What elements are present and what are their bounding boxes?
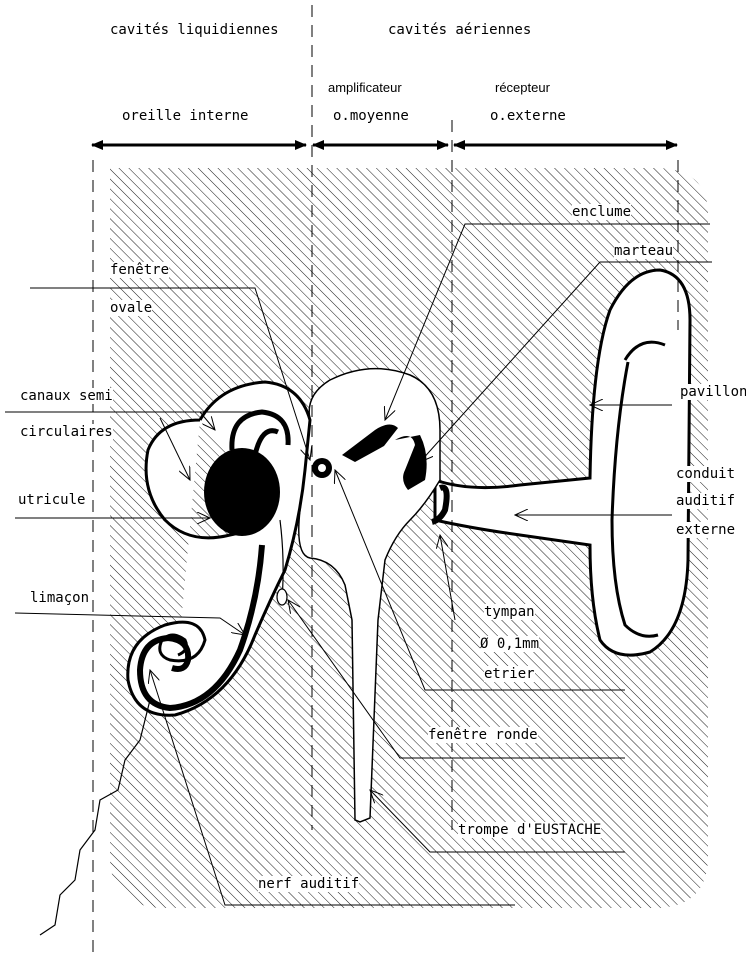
- label-canaux-1: canaux semi: [20, 388, 113, 404]
- label-marteau: marteau: [614, 243, 673, 259]
- label-limacon: limaçon: [30, 590, 89, 606]
- label-enclume: enclume: [572, 204, 631, 220]
- utricle-black: [204, 448, 280, 536]
- middle-ear-label: o.moyenne: [333, 108, 409, 124]
- label-etrier: etrier: [484, 666, 535, 682]
- label-conduit-2: auditif: [676, 493, 735, 509]
- liquid-cavities-title: cavités liquidiennes: [110, 22, 279, 38]
- label-canaux-2: circulaires: [20, 424, 113, 440]
- label-nerf: nerf auditif: [258, 876, 359, 892]
- label-fenetre-ovale-2: ovale: [110, 300, 152, 316]
- round-window: [277, 589, 287, 605]
- label-tympan: tympan: [484, 604, 535, 620]
- receiver-label: récepteur: [495, 80, 550, 96]
- label-fenetre-ronde: fenêtre ronde: [428, 727, 538, 743]
- label-fenetre-ovale-1: fenêtre: [110, 262, 169, 278]
- inner-ear-label: oreille interne: [122, 108, 248, 124]
- outer-ear-label: o.externe: [490, 108, 566, 124]
- label-trompe: trompe d'EUSTACHE: [458, 822, 601, 838]
- label-conduit-1: conduit: [676, 466, 735, 482]
- label-pavillon: pavillon: [680, 384, 746, 400]
- label-utricule: utricule: [18, 492, 85, 508]
- amplifier-label: amplificateur: [328, 80, 402, 96]
- label-conduit-3: externe: [676, 522, 735, 538]
- air-cavities-title: cavités aériennes: [388, 22, 531, 38]
- label-tympan-size: Ø 0,1mm: [480, 636, 539, 652]
